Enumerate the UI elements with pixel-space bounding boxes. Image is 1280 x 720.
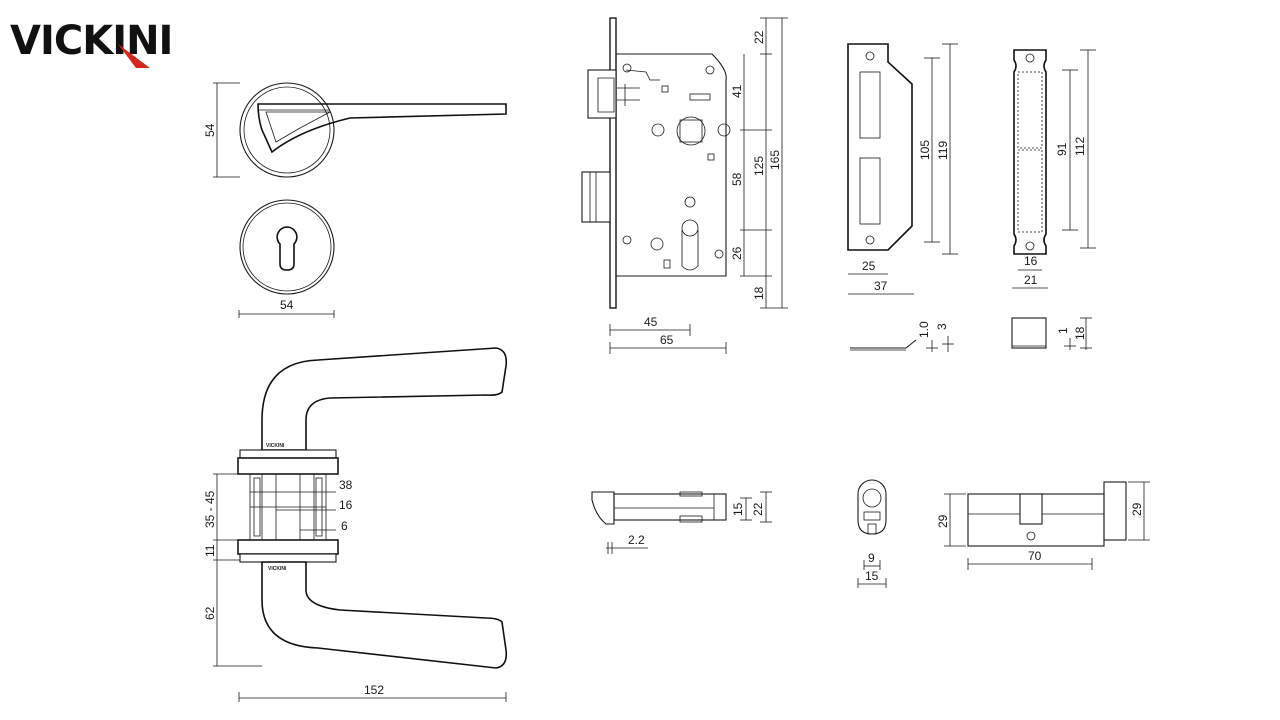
dim-label-91: 91 — [1055, 142, 1069, 156]
latch-dimensions: 15 22 2.2 — [606, 491, 772, 554]
dim-label-62: 62 — [203, 606, 217, 620]
dim-label-21: 21 — [1024, 273, 1038, 287]
dim-label-18b: 18 — [1073, 326, 1087, 340]
dim-label-45: 45 — [644, 315, 658, 329]
dim-label-54a: 54 — [203, 123, 217, 137]
dim-label-125: 125 — [752, 156, 766, 176]
handle-brand-mark-bottom: VICKINI — [268, 566, 287, 572]
dim-label-16: 16 — [339, 498, 353, 512]
cylinder-end-dimensions: 9 15 — [857, 551, 887, 588]
dim-label-1: 1 — [1056, 327, 1070, 334]
faceplate — [1011, 49, 1047, 349]
dim-label-165: 165 — [768, 150, 782, 170]
dim-label-1-0: 1.0 — [917, 321, 931, 338]
dim-label-2-2: 2.2 — [628, 533, 645, 547]
brand-logo: VICKINI — [10, 18, 173, 68]
dim-label-41: 41 — [730, 84, 744, 98]
dim-rose-height: 54 — [203, 82, 240, 178]
cylinder-dimensions: 29 29 70 — [936, 481, 1150, 570]
dim-label-6: 6 — [341, 519, 348, 533]
strike-dimensions: 105 119 25 37 1.0 3 — [848, 43, 958, 352]
lock-body-dimensions: 22 41 58 26 18 125 165 45 65 — [609, 17, 788, 354]
dim-label-22: 22 — [752, 30, 766, 44]
mortise-lock-body — [581, 17, 731, 309]
dim-label-105: 105 — [918, 140, 932, 160]
handle-brand-mark-top: VICKINI — [266, 443, 285, 449]
dim-label-11: 11 — [203, 544, 217, 557]
dim-label-54b: 54 — [280, 298, 294, 312]
handle-dimensions: 35 - 45 11 62 152 38 16 6 — [203, 473, 507, 702]
dim-label-29a: 29 — [936, 514, 950, 528]
dim-label-18a: 18 — [752, 286, 766, 300]
dim-label-22b: 22 — [751, 502, 765, 516]
dim-label-119: 119 — [936, 141, 950, 160]
svg-text:VICKINI: VICKINI — [10, 18, 172, 64]
dim-label-35-45: 35 - 45 — [203, 490, 217, 528]
euro-cylinder — [967, 481, 1127, 547]
dim-label-37: 37 — [874, 279, 888, 293]
dim-label-15b: 15 — [865, 569, 879, 583]
rose-with-lever — [239, 82, 507, 178]
dim-label-25: 25 — [862, 259, 876, 273]
dim-label-112: 112 — [1073, 137, 1087, 156]
dim-label-29b: 29 — [1130, 502, 1144, 516]
lever-side-view: VICKINI VICKINI — [237, 347, 508, 669]
faceplate-dimensions: 91 112 16 21 1 18 — [1012, 49, 1096, 350]
dim-label-9: 9 — [868, 551, 875, 565]
dim-label-16b: 16 — [1024, 254, 1038, 268]
strike-plate — [847, 43, 917, 351]
dim-label-58: 58 — [730, 172, 744, 186]
dim-label-26: 26 — [730, 246, 744, 260]
cylinder-end-view — [857, 479, 887, 535]
logo-text-a: VIC — [10, 18, 82, 64]
dim-label-3: 3 — [935, 323, 949, 330]
key-escutcheon — [239, 199, 335, 295]
dim-label-65: 65 — [660, 333, 674, 347]
dim-escutcheon-width: 54 — [238, 298, 335, 318]
dim-label-70: 70 — [1028, 549, 1042, 563]
logo-text-b: KINI — [82, 18, 172, 64]
dim-label-15a: 15 — [731, 502, 745, 516]
dim-label-152: 152 — [364, 683, 384, 697]
latch-bolt — [591, 491, 727, 525]
dim-label-38: 38 — [339, 478, 353, 492]
logo-accent-stroke — [118, 44, 150, 68]
